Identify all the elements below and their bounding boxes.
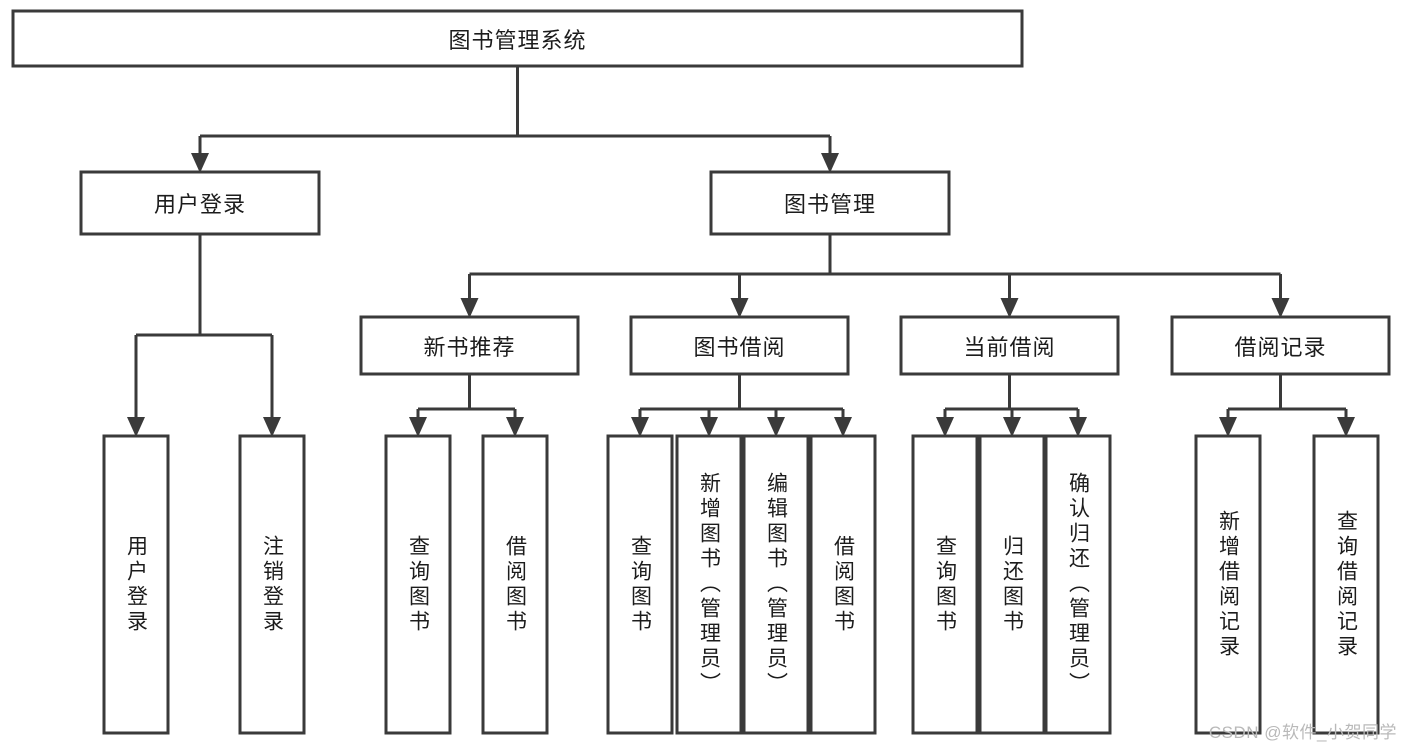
node-box-book-management[interactable]	[709, 170, 951, 236]
node-box-edit-book-admin[interactable]	[742, 434, 810, 735]
node-box-query-book-2[interactable]	[606, 434, 674, 735]
arrow-head-icon-query-book-2	[631, 417, 649, 437]
node-box-confirm-return-admin[interactable]	[1044, 434, 1112, 735]
arrow-head-icon-borrow-book-1	[506, 417, 524, 437]
node-box-new-book-recommend[interactable]	[359, 315, 580, 376]
node-box-user-login[interactable]	[79, 170, 321, 236]
arrow-head-icon-new-book-recommend	[460, 298, 479, 318]
arrow-head-icon-add-borrow-record	[1219, 417, 1237, 437]
node-box-borrow-book-1[interactable]	[481, 434, 549, 735]
node-box-add-book-admin[interactable]	[675, 434, 743, 735]
node-box-query-borrow-record[interactable]	[1312, 434, 1380, 735]
arrow-head-icon-borrow-record	[1271, 298, 1290, 318]
node-box-borrow-book-2[interactable]	[809, 434, 877, 735]
arrow-head-icon-current-borrow	[1000, 298, 1019, 318]
arrow-head-icon-user-login	[191, 153, 209, 173]
arrow-head-icon-book-management	[821, 153, 839, 173]
node-box-user-login-leaf[interactable]	[102, 434, 170, 735]
node-box-query-book-1[interactable]	[384, 434, 452, 735]
node-box-book-borrow[interactable]	[629, 315, 850, 376]
arrow-head-icon-edit-book-admin	[767, 417, 785, 437]
arrow-head-icon-book-borrow	[730, 298, 749, 318]
node-box-add-borrow-record[interactable]	[1194, 434, 1262, 735]
arrow-head-icon-user-logout-leaf	[263, 417, 281, 437]
node-box-return-book[interactable]	[978, 434, 1046, 735]
arrow-head-icon-add-book-admin	[700, 417, 718, 437]
arrow-head-icon-query-book-1	[409, 417, 427, 437]
arrow-head-icon-query-book-3	[936, 417, 954, 437]
arrow-head-icon-borrow-book-2	[834, 417, 852, 437]
arrow-head-icon-user-login-leaf	[127, 417, 145, 437]
arrow-head-icon-return-book	[1003, 417, 1021, 437]
node-box-user-logout-leaf[interactable]	[238, 434, 306, 735]
arrow-head-icon-confirm-return-admin	[1069, 417, 1087, 437]
arrow-head-icon-query-borrow-record	[1337, 417, 1355, 437]
node-box-query-book-3[interactable]	[911, 434, 979, 735]
csdn-watermark: CSDN @软件_小贺同学	[1208, 723, 1397, 742]
node-box-borrow-record[interactable]	[1170, 315, 1391, 376]
node-box-root[interactable]	[11, 9, 1024, 68]
node-box-current-borrow[interactable]	[899, 315, 1120, 376]
